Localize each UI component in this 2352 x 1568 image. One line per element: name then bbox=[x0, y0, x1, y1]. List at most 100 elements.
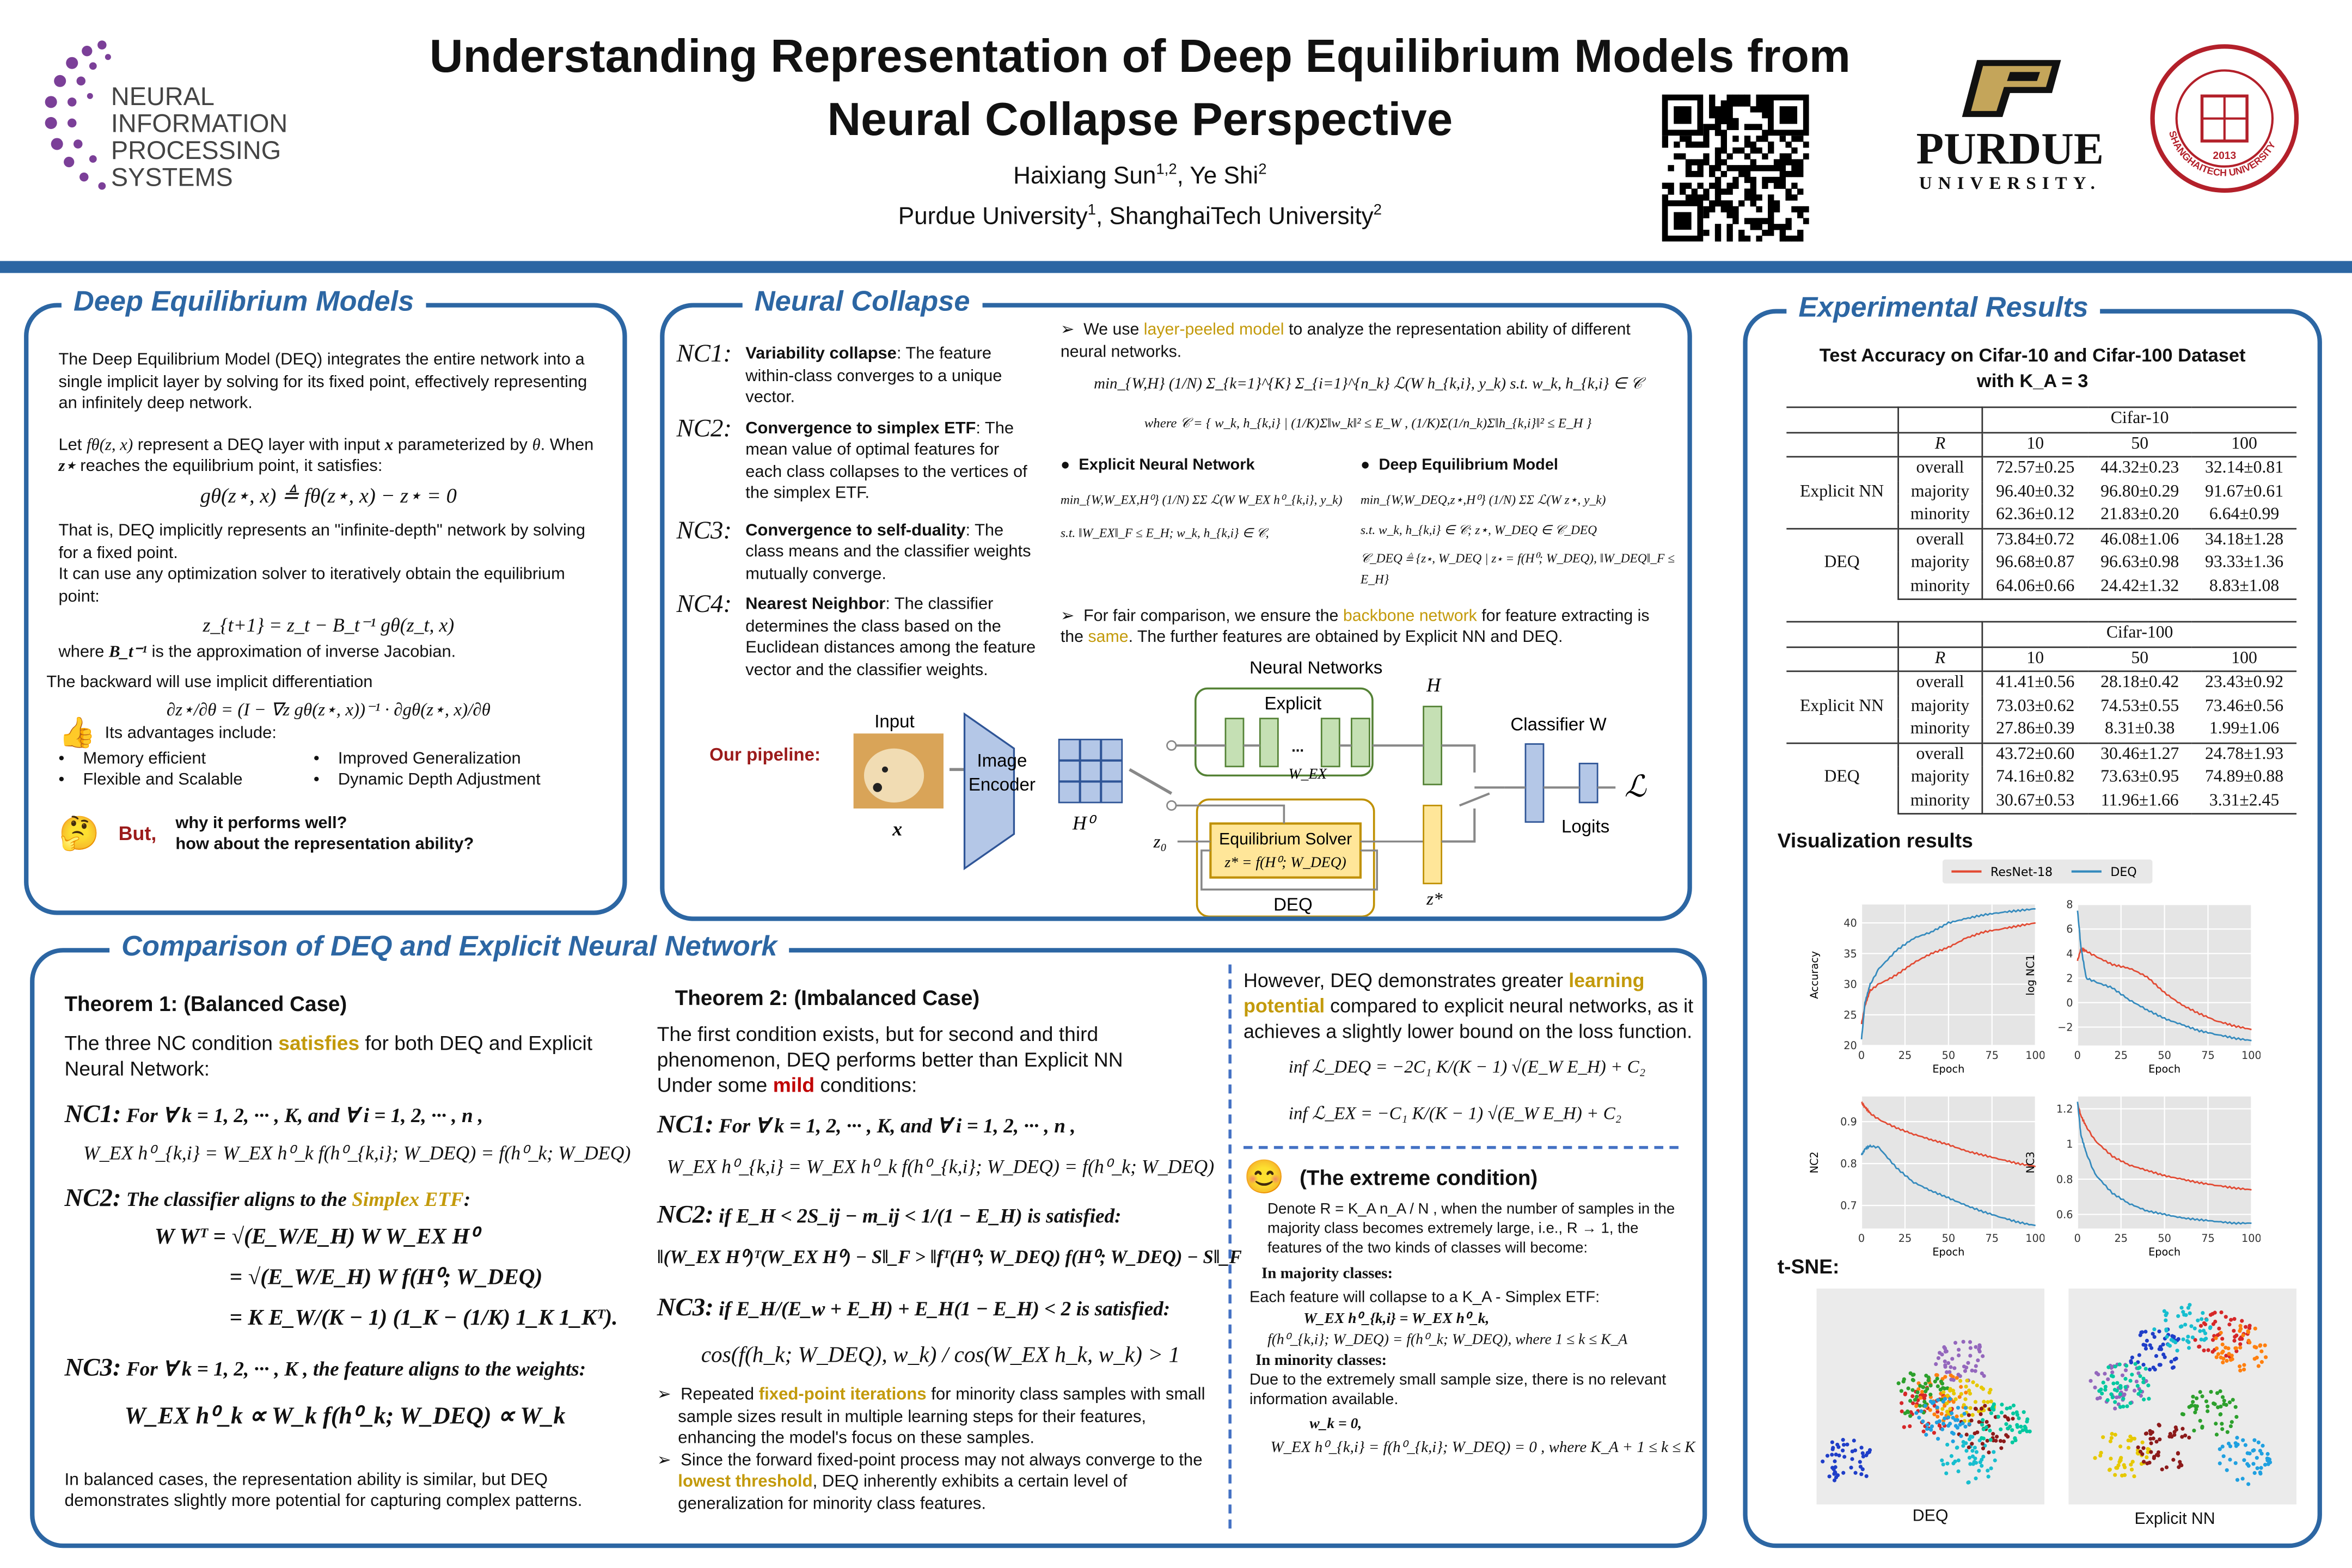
condition: : bbox=[463, 1188, 471, 1211]
qr-module bbox=[1797, 170, 1804, 177]
tsne-point bbox=[2010, 1428, 2014, 1432]
y-axis-label: Accuracy bbox=[1808, 951, 1821, 999]
table-cell: 62.36±0.12 bbox=[1996, 505, 2075, 524]
tsne-point bbox=[1992, 1402, 1996, 1406]
tsne-point bbox=[2109, 1436, 2114, 1440]
text: where bbox=[58, 642, 109, 661]
tsne-point bbox=[2240, 1319, 2244, 1323]
tsne-point bbox=[2227, 1400, 2232, 1405]
x-tick-label: 0 bbox=[1858, 1232, 1865, 1245]
series-line-deq bbox=[1860, 908, 2036, 1040]
tsne-point bbox=[2129, 1462, 2133, 1467]
qr-module bbox=[1744, 153, 1751, 160]
tsne-point bbox=[1925, 1426, 1930, 1431]
qr-code[interactable] bbox=[1662, 94, 1809, 242]
tsne-point bbox=[2218, 1447, 2222, 1451]
qr-module bbox=[1756, 100, 1762, 107]
divider-vertical bbox=[1228, 964, 1232, 1529]
tsne-point bbox=[1950, 1411, 1954, 1416]
tsne-point bbox=[1906, 1386, 1910, 1391]
qr-module bbox=[1750, 194, 1757, 201]
tsne-point bbox=[1917, 1416, 1921, 1420]
qr-module bbox=[1785, 235, 1792, 242]
nc-definition-1: NC1:Variability collapse: The feature wi… bbox=[677, 341, 1037, 409]
tsne-point bbox=[2225, 1358, 2229, 1363]
legend-deq: DEQ bbox=[2110, 866, 2136, 879]
qr-module bbox=[1762, 130, 1768, 136]
tsne-point bbox=[1992, 1450, 1996, 1454]
tsne-point bbox=[2220, 1337, 2225, 1341]
x-tick-label: 75 bbox=[2201, 1049, 2215, 1062]
text: compared to explicit neural networks, as… bbox=[1243, 994, 1694, 1043]
qr-module bbox=[1703, 153, 1710, 160]
tsne-point bbox=[1971, 1462, 1975, 1466]
tsne-point bbox=[1962, 1412, 1967, 1416]
text: But, bbox=[118, 822, 157, 844]
tsne-point bbox=[1945, 1393, 1950, 1398]
tsne-point bbox=[1860, 1451, 1865, 1455]
qr-module bbox=[1785, 141, 1792, 148]
x-tick-label: 100 bbox=[2241, 1232, 2261, 1245]
qr-module bbox=[1662, 182, 1669, 189]
qr-module bbox=[1714, 235, 1722, 242]
qr-module bbox=[1750, 141, 1757, 148]
tsne-point bbox=[2117, 1362, 2122, 1367]
tsne-point bbox=[2172, 1430, 2177, 1434]
tsne-point bbox=[1841, 1438, 1845, 1442]
tsne-point bbox=[2152, 1456, 2156, 1460]
tsne-point bbox=[2256, 1440, 2261, 1444]
text: parameterized by bbox=[393, 436, 532, 454]
qr-module bbox=[1668, 188, 1674, 195]
r-header: R bbox=[1898, 646, 1983, 671]
qr-module bbox=[1662, 141, 1669, 148]
math: B_t⁻¹ bbox=[109, 642, 148, 661]
majority-title: In majority classes: bbox=[1261, 1266, 1393, 1283]
tsne-point bbox=[2157, 1423, 2161, 1428]
tsne-point bbox=[1903, 1392, 1907, 1396]
table-cell: majority bbox=[1898, 695, 1983, 719]
tsne-point bbox=[1940, 1407, 1945, 1411]
qr-module bbox=[1720, 188, 1728, 195]
tsne-point bbox=[2109, 1392, 2114, 1396]
tsne-point bbox=[2241, 1438, 2245, 1442]
tsne-point bbox=[1899, 1389, 1903, 1393]
qr-module bbox=[1726, 188, 1733, 195]
qr-module bbox=[1762, 106, 1768, 113]
tsne-label-explicit: Explicit NN bbox=[2134, 1510, 2215, 1529]
qr-module bbox=[1791, 206, 1798, 213]
qr-module bbox=[1750, 147, 1757, 154]
highlight: Simplex ETF bbox=[352, 1188, 464, 1211]
qr-module bbox=[1709, 182, 1716, 189]
legend-resnet: ResNet-18 bbox=[1990, 866, 2053, 879]
qr-module bbox=[1779, 229, 1786, 236]
tsne-point bbox=[1958, 1374, 1962, 1379]
qr-module bbox=[1768, 218, 1774, 224]
tsne-point bbox=[2220, 1422, 2224, 1426]
qr-module bbox=[1803, 218, 1809, 224]
nc-tag: NC2: bbox=[676, 413, 732, 442]
encoder-label: Encoder bbox=[969, 775, 1036, 795]
tsne-point bbox=[2176, 1451, 2180, 1455]
tsne-point bbox=[2108, 1439, 2113, 1443]
nc-tag: NC3: bbox=[676, 515, 732, 544]
tsne-point bbox=[1943, 1346, 1947, 1351]
switch-line bbox=[1129, 768, 1173, 795]
tsne-point bbox=[1964, 1432, 1969, 1437]
tsne-point bbox=[2023, 1424, 2027, 1429]
qr-module bbox=[1726, 118, 1733, 125]
tsne-point bbox=[1945, 1401, 1949, 1406]
tsne-point bbox=[2088, 1379, 2093, 1383]
neurips-logo: NEURAL INFORMATION PROCESSING SYSTEMS bbox=[42, 30, 312, 203]
r-value: 10 bbox=[1982, 431, 2088, 457]
tsne-point bbox=[2154, 1440, 2159, 1444]
tsne-point bbox=[2265, 1451, 2270, 1456]
tsne-point bbox=[1958, 1379, 1963, 1383]
qr-module bbox=[1703, 229, 1710, 236]
tsne-point bbox=[2110, 1395, 2115, 1400]
tsne-point bbox=[1924, 1374, 1928, 1378]
tsne-point bbox=[2005, 1406, 2009, 1411]
tsne-point bbox=[1973, 1400, 1978, 1404]
tsne-point bbox=[2230, 1420, 2234, 1424]
qr-module bbox=[1697, 170, 1704, 177]
